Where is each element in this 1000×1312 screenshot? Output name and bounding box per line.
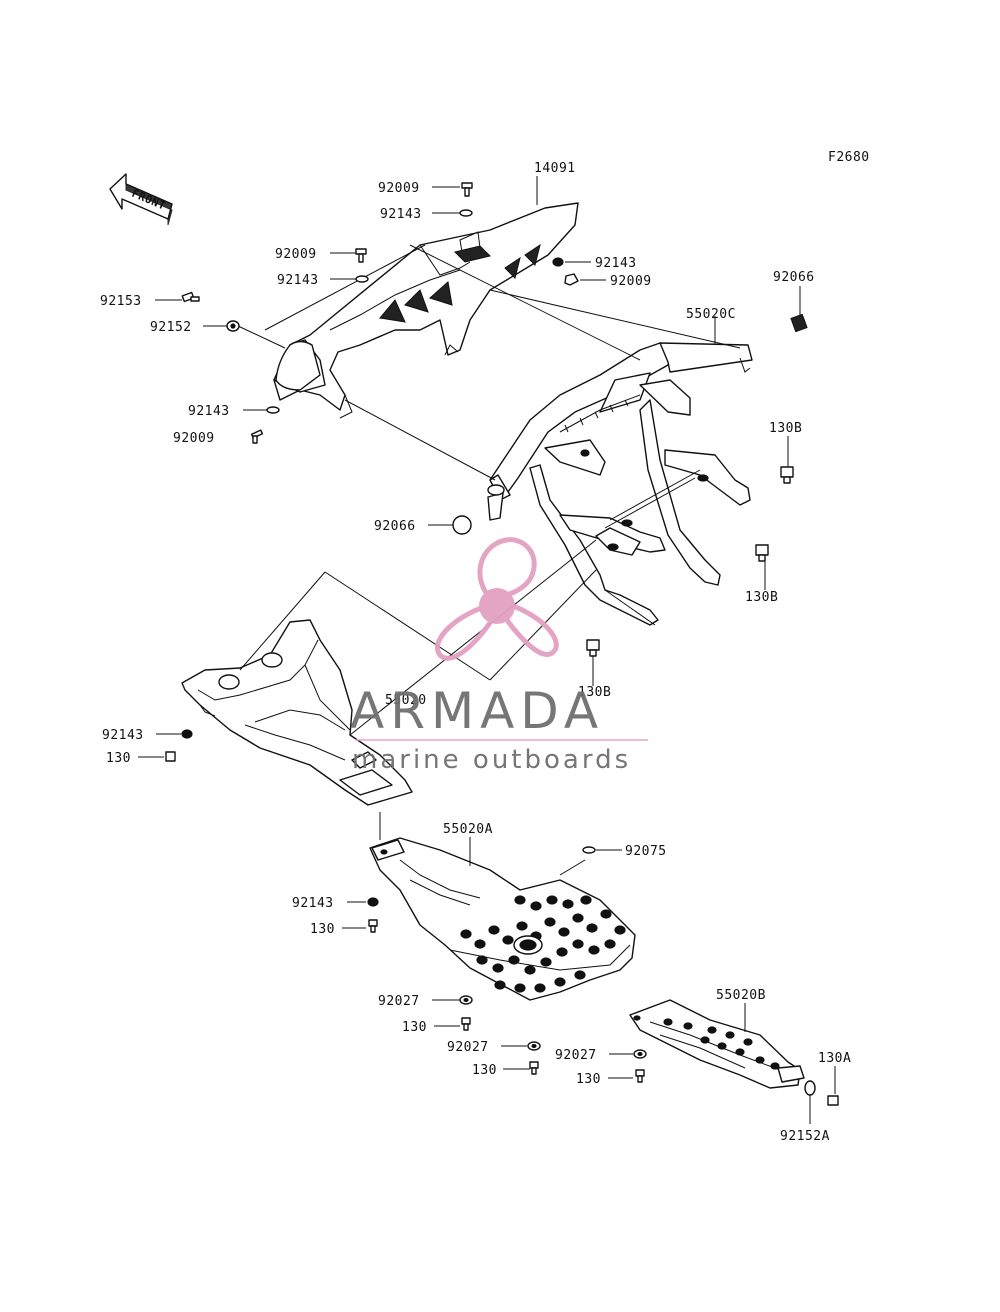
callout-label: 92009 bbox=[173, 431, 215, 446]
callout-label: 130 bbox=[576, 1072, 601, 1087]
watermark-logo: ARMADA marine outboards bbox=[350, 537, 648, 775]
callout-label: 92027 bbox=[555, 1048, 597, 1063]
callout-label: 130B bbox=[769, 421, 802, 436]
spacer-icon bbox=[527, 1041, 541, 1051]
bolt-icon bbox=[165, 751, 176, 762]
callout-label: 130 bbox=[402, 1020, 427, 1035]
callout-label: 92009 bbox=[378, 181, 420, 196]
washer-icon bbox=[459, 209, 473, 217]
callout-label: 92009 bbox=[275, 247, 317, 262]
rear-frame-part bbox=[487, 342, 753, 626]
washer-icon bbox=[355, 275, 369, 283]
callout-label: 92143 bbox=[188, 404, 230, 419]
fasteners bbox=[165, 182, 839, 1106]
watermark-name: ARMADA bbox=[350, 682, 604, 740]
cap-icon bbox=[790, 313, 808, 333]
skid-plate-part bbox=[369, 837, 636, 1001]
bolt-icon bbox=[827, 1095, 839, 1106]
bolt-icon bbox=[529, 1061, 539, 1075]
watermark-tagline: marine outboards bbox=[352, 745, 631, 775]
flange-bolt-icon bbox=[586, 639, 600, 657]
bolt-icon bbox=[355, 248, 367, 263]
bolt-icon bbox=[461, 182, 473, 197]
spacer-icon bbox=[633, 1049, 647, 1059]
flange-bolt-icon bbox=[755, 544, 769, 562]
washer-icon bbox=[804, 1080, 816, 1096]
seat-cowl-part bbox=[273, 202, 579, 419]
bolt-icon bbox=[250, 429, 264, 444]
callout-labels: 14091 92009 92143 92009 92143 92143 9200… bbox=[100, 161, 851, 1144]
callout-label: 130A bbox=[818, 1051, 851, 1066]
figure-code: F2680 bbox=[828, 150, 870, 165]
callout-label: 92066 bbox=[773, 270, 815, 285]
bolt-icon bbox=[635, 1069, 645, 1083]
bolt-icon bbox=[461, 1017, 471, 1031]
callout-label: 92143 bbox=[102, 728, 144, 743]
propeller-logo-icon bbox=[435, 537, 559, 661]
cap-icon bbox=[452, 515, 472, 535]
washer-icon bbox=[367, 897, 379, 907]
grommet-icon bbox=[226, 320, 240, 332]
front-arrow-icon: FRONT bbox=[109, 173, 173, 226]
callout-label: 92009 bbox=[610, 274, 652, 289]
callout-label: 130 bbox=[472, 1063, 497, 1078]
callout-label: 92066 bbox=[374, 519, 416, 534]
rear-skid-plate-part bbox=[629, 999, 805, 1089]
callout-label: 92143 bbox=[292, 896, 334, 911]
washer-icon bbox=[181, 729, 193, 739]
flange-bolt-icon bbox=[780, 466, 794, 484]
spacer-icon bbox=[459, 995, 473, 1005]
callout-label: 14091 bbox=[534, 161, 576, 176]
skid-plate-hole-grid bbox=[460, 895, 626, 993]
callout-label: 92152 bbox=[150, 320, 192, 335]
plug-icon bbox=[582, 846, 596, 854]
nut-icon bbox=[564, 273, 579, 286]
washer-icon bbox=[552, 257, 564, 267]
callout-label: 55020B bbox=[716, 988, 766, 1003]
footrest-guard-part bbox=[181, 619, 413, 806]
callout-label: 92152A bbox=[780, 1129, 830, 1144]
callout-label: 130 bbox=[106, 751, 131, 766]
callout-label: 55020 bbox=[385, 693, 427, 708]
callout-label: 92075 bbox=[625, 844, 667, 859]
callout-label: 92153 bbox=[100, 294, 142, 309]
callout-label: 130B bbox=[578, 685, 611, 700]
callout-label: 130B bbox=[745, 590, 778, 605]
callout-label: 92143 bbox=[277, 273, 319, 288]
washer-icon bbox=[266, 406, 280, 414]
callout-label: 130 bbox=[310, 922, 335, 937]
bolt-icon bbox=[181, 291, 200, 303]
callout-label: 55020C bbox=[686, 307, 736, 322]
bolt-icon bbox=[368, 919, 378, 933]
callout-label: 55020A bbox=[443, 822, 493, 837]
callout-label: 92143 bbox=[595, 256, 637, 271]
callout-label: 92027 bbox=[447, 1040, 489, 1055]
callout-label: 92143 bbox=[380, 207, 422, 222]
callout-label: 92027 bbox=[378, 994, 420, 1009]
